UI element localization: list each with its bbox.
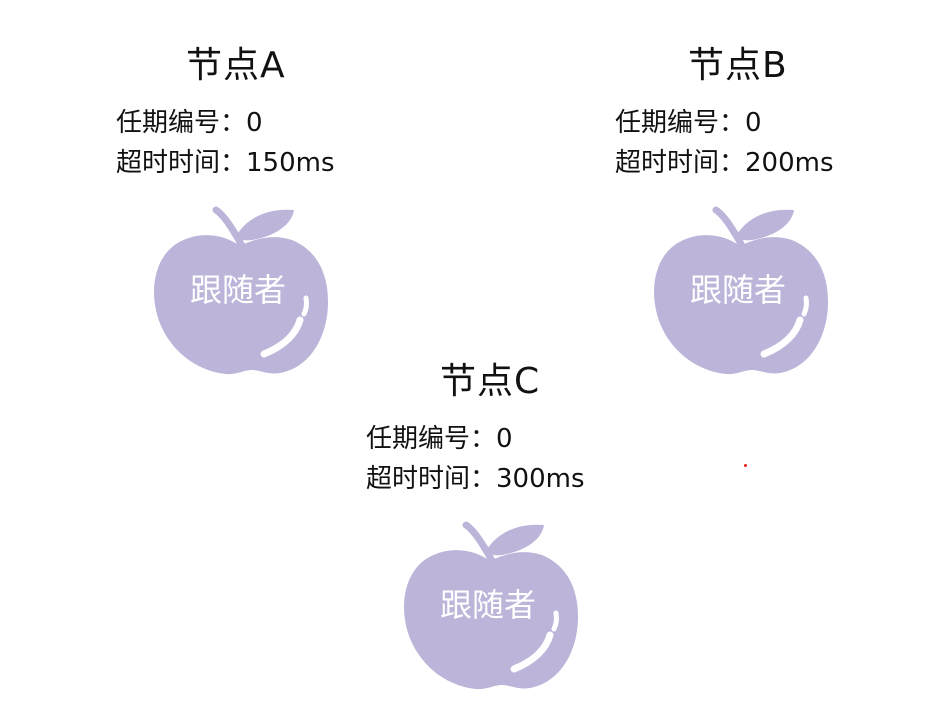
node-c-timeout-value: 300ms [496, 464, 585, 494]
node-c-role-label: 跟随者 [439, 586, 536, 624]
node-b-timeout-value: 200ms [745, 148, 834, 178]
node-b-info: 任期编号：0 超时时间：200ms [615, 103, 834, 183]
node-a-timeout-label: 超时时间： [116, 148, 247, 178]
node-a-term-row: 任期编号：0 [116, 103, 335, 143]
node-c-timeout-row: 超时时间：300ms [366, 459, 585, 499]
node-c-info: 任期编号：0 超时时间：300ms [366, 419, 585, 499]
node-b-term-value: 0 [745, 108, 762, 138]
red-dot-mark [744, 464, 747, 467]
node-c-term-row: 任期编号：0 [366, 419, 585, 459]
apple-icon [654, 206, 828, 375]
apple-highlight-short [801, 295, 809, 317]
node-a-apple: 跟随者 [152, 194, 342, 384]
node-b-title: 节点B [688, 45, 788, 86]
node-c-term-label: 任期编号： [366, 424, 497, 454]
node-b-term-label: 任期编号： [615, 108, 746, 138]
apple-stem [212, 206, 246, 250]
apple-highlight-long [510, 631, 554, 673]
node-b-timeout-row: 超时时间：200ms [615, 143, 834, 183]
apple-highlight-long [760, 316, 804, 358]
node-a-timeout-value: 150ms [246, 148, 335, 178]
node-c-apple: 跟随者 [402, 509, 592, 699]
node-a-role-label: 跟随者 [189, 271, 286, 309]
node-a-info: 任期编号：0 超时时间：150ms [116, 103, 335, 183]
apple-leaf [486, 524, 544, 556]
node-b-role-label: 跟随者 [689, 271, 786, 309]
apple-highlight-short [551, 610, 559, 632]
apple-leaf [736, 209, 794, 241]
node-a-term-value: 0 [246, 108, 263, 138]
apple-highlight-short [301, 295, 309, 317]
node-b-apple: 跟随者 [652, 194, 842, 384]
node-b-term-row: 任期编号：0 [615, 103, 834, 143]
node-a-timeout-row: 超时时间：150ms [116, 143, 335, 183]
node-b-timeout-label: 超时时间： [615, 148, 746, 178]
node-c-timeout-label: 超时时间： [366, 464, 497, 494]
apple-stem [712, 206, 746, 250]
node-c-title: 节点C [440, 361, 541, 402]
apple-icon [154, 206, 328, 375]
node-c-term-value: 0 [496, 424, 513, 454]
apple-icon [404, 521, 578, 690]
apple-leaf [236, 209, 294, 241]
node-a-term-label: 任期编号： [116, 108, 247, 138]
node-a-title: 节点A [186, 45, 286, 86]
apple-stem [462, 521, 496, 565]
apple-highlight-long [260, 316, 304, 358]
